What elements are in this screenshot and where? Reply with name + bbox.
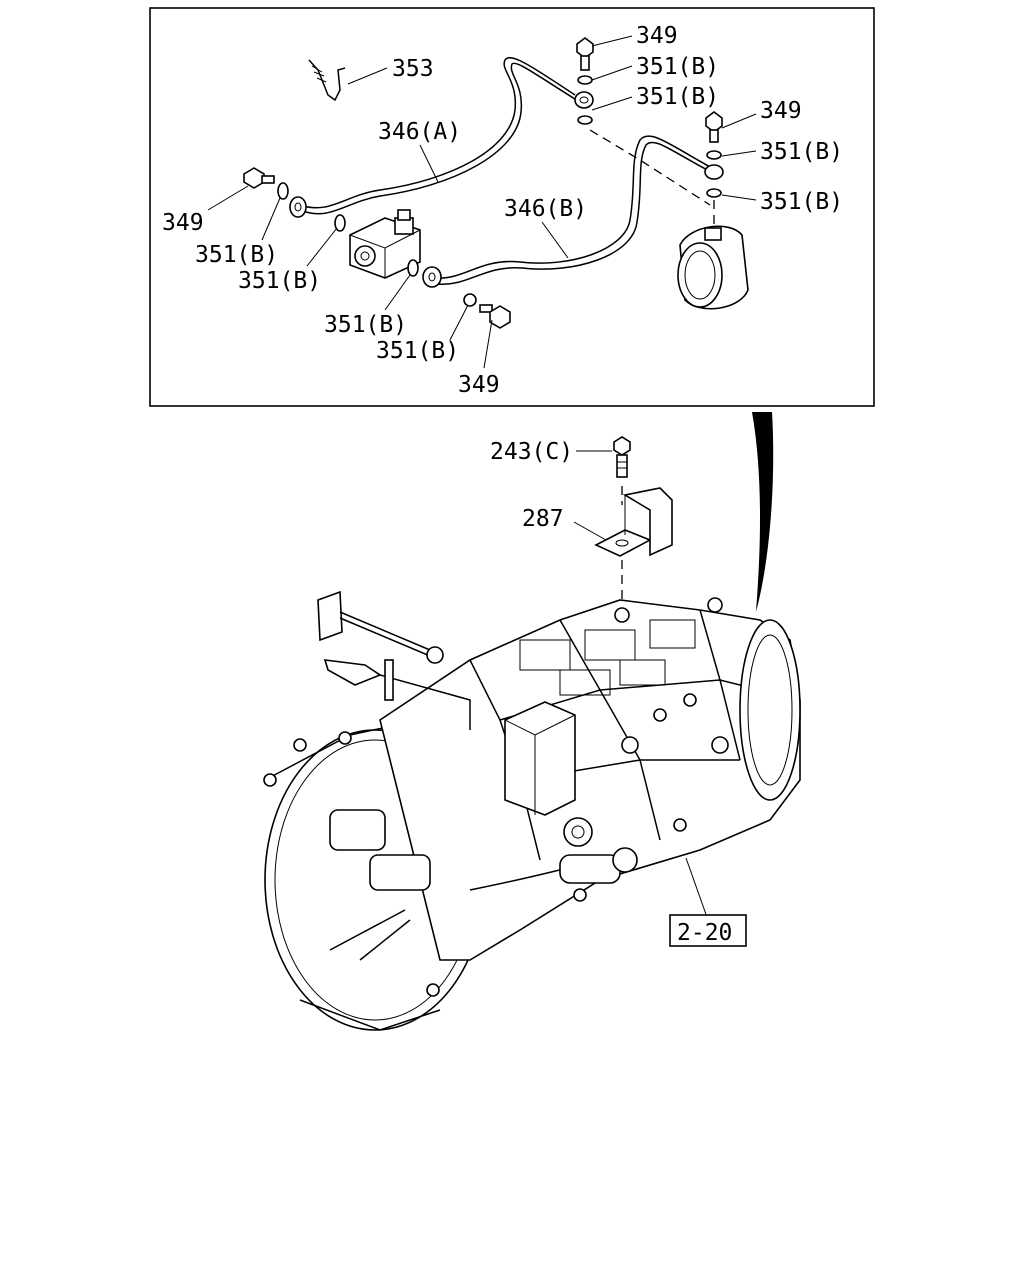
callout-351b-left-2: 351(B) [238,268,321,294]
leader-lines-upper [207,35,757,369]
bolt-349-right [705,111,723,143]
washer-351b-left-2 [334,214,346,232]
washer-351b-top-1 [577,75,593,85]
callout-346b: 346(B) [504,196,587,222]
callout-349-bottom: 349 [458,372,500,398]
washer-351b-center-1 [407,259,419,277]
washer-351b-top-2 [577,115,593,125]
washer-351b-left-1 [277,182,289,200]
callout-351b-top-2: 351(B) [636,84,719,110]
bracket-287 [594,487,673,557]
leader-lines-lower [573,450,612,541]
detail-inset-frame [149,7,875,407]
shift-unit-block [504,701,593,847]
eye-fitting-right [704,164,724,180]
eye-fitting-left [289,196,307,218]
valve-body [349,209,421,279]
washer-351b-right-1 [706,150,722,160]
washer-351b-right-2 [706,188,722,198]
harness-band [752,412,774,612]
callout-351b-right-2: 351(B) [760,189,843,215]
callout-349-left: 349 [162,210,204,236]
transmission-case [379,597,801,961]
callout-351b-top-1: 351(B) [636,54,719,80]
eye-fitting-center [422,266,442,288]
callout-353: 353 [392,56,434,82]
callout-346a: 346(A) [378,119,461,145]
callout-349-top: 349 [636,23,678,49]
clip-353 [308,59,346,102]
bolt-349-left [243,167,275,189]
eye-fitting-top [574,91,594,109]
callout-351b-center-2: 351(B) [376,338,459,364]
callout-351b-right-1: 351(B) [760,139,843,165]
reference-2-20[interactable]: 2-20 [677,920,732,946]
callout-243c: 243(C) [490,439,573,465]
lower-sensor-assembly [469,847,638,891]
bolt-243c [613,436,631,478]
leader-ref [685,857,709,921]
ref-box [669,914,747,947]
shift-linkage [317,590,471,730]
callout-349-right: 349 [760,98,802,124]
pipe-346b [434,135,716,285]
callout-351b-center-1: 351(B) [324,312,407,338]
pipe-346a [299,56,579,215]
bolt-349-top [576,37,594,71]
callout-351b-left-1: 351(B) [195,242,278,268]
shift-cylinder-housing [677,225,749,310]
washer-351b-center-2 [463,293,477,307]
bolt-349-bottom [479,304,511,329]
callout-287: 287 [522,506,564,532]
input-shaft-parts [329,809,431,961]
assembly-dash-line-1 [589,129,711,206]
